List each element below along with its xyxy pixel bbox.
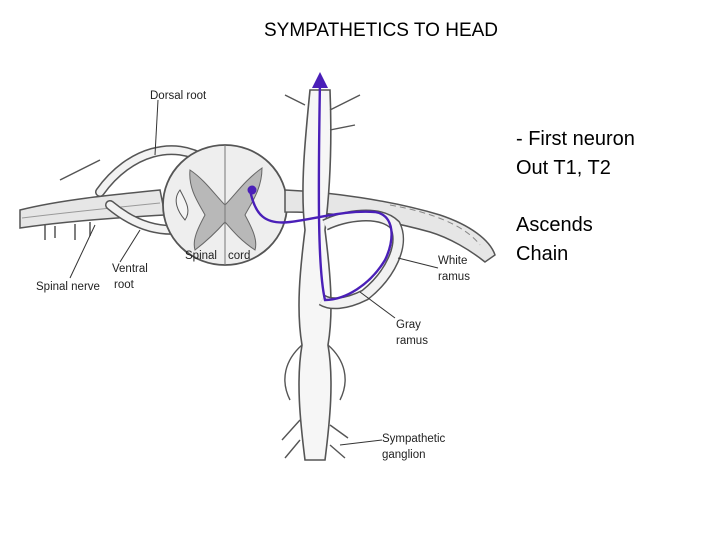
label-white-ramus-a: White xyxy=(438,255,467,267)
label-sympathetic-ganglion-b: ganglion xyxy=(382,449,425,461)
bullet-list: - First neuron Out T1, T2 Ascends Chain xyxy=(516,125,716,269)
label-gray-ramus-b: ramus xyxy=(396,335,428,347)
label-spinal-cord-b: cord xyxy=(228,250,250,262)
bullet-ascends: Ascends xyxy=(516,214,593,236)
spinal-cord-section xyxy=(162,144,288,266)
sympathetic-chain xyxy=(281,89,361,461)
bullet-first-neuron: - First neuron xyxy=(516,128,635,150)
label-spinal-cord-a: Spinal xyxy=(185,250,217,262)
label-gray-ramus-a: Gray xyxy=(396,319,421,331)
bullet-out-t1-t2: Out T1, T2 xyxy=(516,157,611,179)
spinal-nerve-trunk xyxy=(19,189,166,240)
label-dorsal-root: Dorsal root xyxy=(150,90,207,102)
label-ventral-root-b: root xyxy=(114,279,135,291)
first-neuron-path xyxy=(247,72,393,302)
label-spinal-nerve: Spinal nerve xyxy=(36,281,100,293)
slide-title: SYMPATHETICS TO HEAD xyxy=(263,20,499,41)
label-white-ramus-b: ramus xyxy=(438,271,470,283)
bullet-chain: Chain xyxy=(516,243,569,265)
rami-loop xyxy=(318,209,405,310)
spinal-cord-diagram: Dorsal root Spinal cord Ventral root Spi… xyxy=(19,72,496,461)
label-sympathetic-ganglion-a: Sympathetic xyxy=(382,433,446,445)
leader-lines xyxy=(69,224,439,446)
label-ventral-root-a: Ventral xyxy=(112,263,148,275)
bullet-gap xyxy=(516,183,716,211)
